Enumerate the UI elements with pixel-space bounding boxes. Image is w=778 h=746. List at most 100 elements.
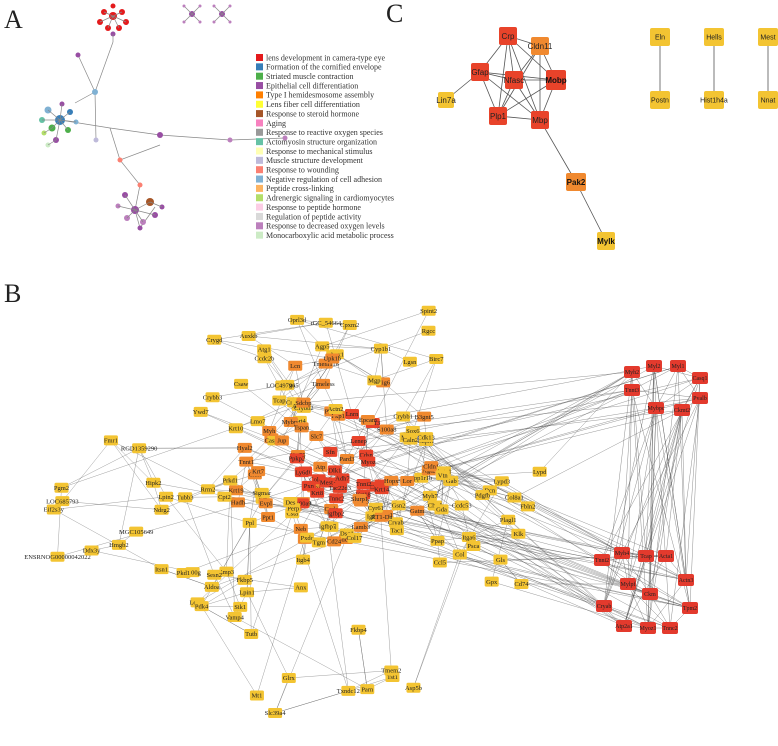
gene-label: Anx: [295, 585, 307, 592]
gene-label: Eln: [655, 35, 665, 42]
gene-node-red: [674, 404, 690, 416]
gene-label: Rrm2: [201, 487, 216, 494]
gene-node: [46, 504, 61, 515]
gene-label: Des: [285, 499, 296, 506]
gene-label: Lcn: [290, 363, 301, 370]
legend-label: Striated muscle contraction: [266, 72, 354, 81]
gene-label: Lgsn: [403, 359, 417, 366]
gene-label: Tnni2: [356, 481, 372, 488]
gene-label: Hells: [706, 35, 722, 42]
gene-node: [704, 91, 724, 109]
gene-label: Crybb1: [393, 414, 413, 421]
gene-label: Pgm2: [54, 485, 69, 492]
gene-label: Mest: [320, 480, 333, 487]
gene-node: [237, 442, 252, 453]
gene-node: [391, 500, 406, 511]
gene-label: Lmo7: [250, 418, 266, 425]
legend-item: Aging: [256, 119, 286, 128]
gene-label: Sdcb2: [338, 536, 354, 543]
gene-node: [229, 485, 244, 496]
gene-label: Tpm2: [683, 606, 697, 612]
gene-node: [241, 331, 256, 342]
gene-label: Nfasc: [504, 76, 524, 85]
gene-label: Eif2s3y: [44, 507, 65, 514]
gene-node: [313, 461, 328, 472]
gene-label: Myh7: [422, 493, 438, 500]
legend-label: Regulation of peptide activity: [266, 212, 361, 221]
panel-label-a: A: [4, 5, 23, 34]
gene-node-red: [682, 602, 698, 614]
legend-item: Lens fiber cell differentiation: [256, 100, 360, 109]
legend-label: Aging: [266, 119, 286, 128]
legend-label: Muscle structure development: [266, 156, 364, 165]
gene-label: Mig6: [376, 380, 391, 387]
legend-label: Actomyosin structure organization: [266, 137, 377, 146]
gene-node: [146, 477, 161, 488]
gene-label: Krt8: [311, 490, 323, 497]
gene-node: [374, 484, 389, 495]
gene-node: [454, 500, 469, 511]
gene-label: Gsn2: [392, 503, 406, 510]
gene-label: Gda: [436, 507, 447, 514]
gene-node-red: [642, 588, 658, 600]
gene-node: [758, 91, 778, 109]
gene-label: Glrx: [283, 675, 296, 682]
legend-swatch: [256, 203, 263, 211]
gene-label: Ccdc53: [452, 503, 472, 510]
legend-swatch: [256, 231, 263, 239]
gene-label: Plp1: [490, 112, 507, 121]
gene-label: Hmgb2: [109, 542, 129, 549]
gene-label: Myoz: [361, 459, 376, 466]
gene-label: Ndrg2: [153, 507, 170, 514]
gene-node: [438, 92, 454, 108]
gene-label: Auxkb: [240, 333, 258, 340]
gene-label: Oprl3d: [288, 317, 307, 324]
gene-node: [274, 435, 289, 446]
gene-label: Ppt1: [262, 514, 274, 521]
gene-label: Tgm: [313, 540, 325, 547]
gene-node: [566, 173, 586, 191]
gene-node: [531, 37, 549, 55]
gene-label: Plagl1: [500, 517, 517, 524]
gene-label: Hopx: [384, 478, 399, 485]
gene-node: [328, 404, 343, 415]
gene-label: Ckm: [644, 592, 656, 598]
cluster-purple-stars: [182, 4, 232, 24]
gene-node: [323, 446, 338, 457]
gene-node: [429, 354, 444, 365]
gene-label: Tmem116: [312, 361, 339, 368]
gene-label: Upk1b: [323, 356, 341, 363]
panel-b-nodes: rGC_54664LcnAdck3Mig6CsawTmem116B3gnt5Rg…: [24, 305, 708, 719]
gene-label: Jup: [277, 438, 286, 445]
gene-node: [758, 28, 778, 46]
gene-node: [281, 672, 296, 683]
gene-label: Ywd7: [193, 409, 210, 416]
legend-label: Peptide cross-linking: [266, 184, 334, 193]
gene-node: [288, 360, 303, 371]
gene-label: Acta1: [659, 554, 673, 560]
gene-node-red: [692, 372, 708, 384]
gene-node: [300, 532, 315, 543]
gene-node: [406, 682, 421, 693]
gene-label: Tac22d3: [329, 485, 351, 492]
gene-label: Klk: [514, 531, 525, 538]
gene-node: [410, 505, 425, 516]
gene-label: Asp5b: [405, 685, 422, 692]
gene-label: Atp: [316, 464, 326, 471]
gene-node: [230, 497, 245, 508]
gene-node: [475, 490, 490, 501]
gene-label: Krt19: [228, 487, 243, 494]
gene-node: [342, 319, 357, 330]
gene-label: S100a9: [292, 501, 312, 508]
gene-label: Itga6: [462, 534, 476, 541]
gene-node: [258, 498, 273, 509]
gene-label: Mest: [760, 35, 775, 42]
gene-node: [293, 523, 308, 534]
gene-node: [205, 392, 220, 403]
gene-node: [154, 504, 169, 515]
gene-node: [520, 501, 535, 512]
gene-label: Actn2: [328, 406, 344, 413]
gene-label: Rgcc: [422, 328, 435, 335]
gene-node: [532, 466, 547, 477]
